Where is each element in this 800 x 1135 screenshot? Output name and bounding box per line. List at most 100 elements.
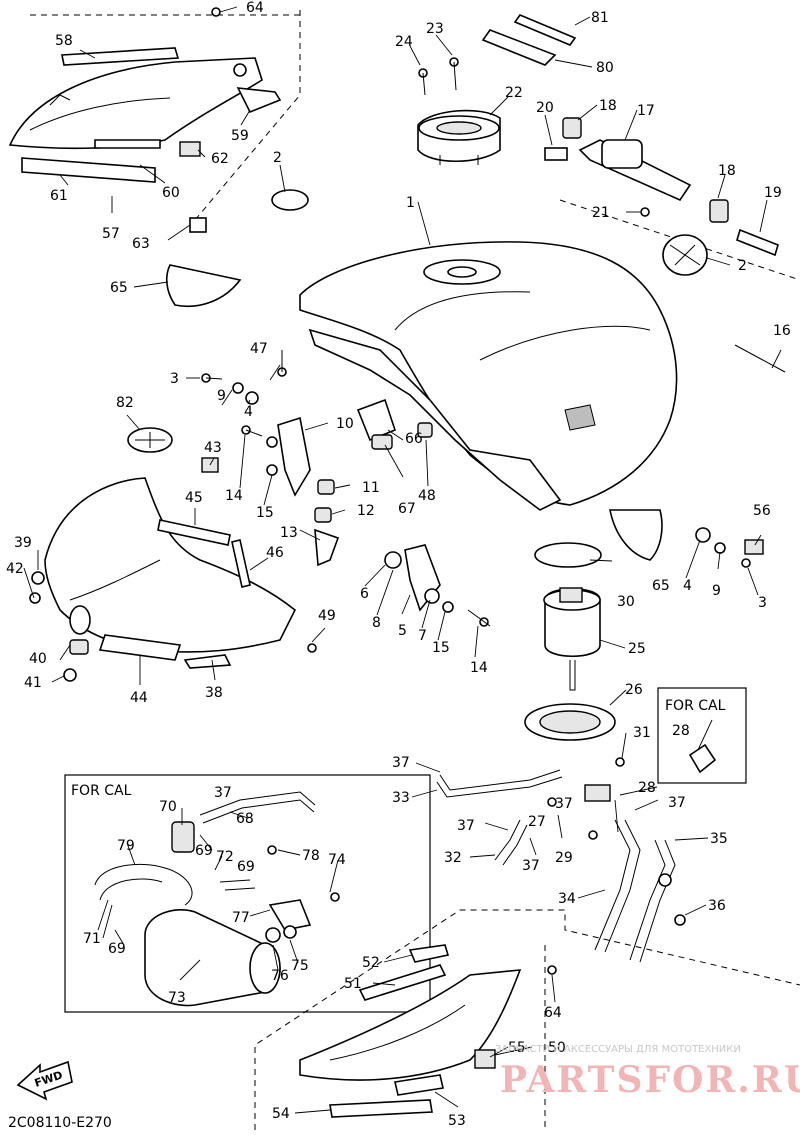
side-cover-upper-left bbox=[8, 47, 282, 183]
part-label-23: 23 bbox=[426, 21, 444, 37]
part-label-66: 66 bbox=[405, 431, 423, 447]
side-cover-lower bbox=[299, 944, 522, 1118]
part-label-28a: 28 bbox=[672, 723, 690, 739]
part-label-55: 55 bbox=[508, 1040, 526, 1056]
part-label-70: 70 bbox=[159, 799, 177, 815]
part-label-46: 46 bbox=[266, 545, 284, 561]
part-label-65a: 65 bbox=[110, 280, 128, 296]
fasteners bbox=[29, 7, 786, 975]
part-labels: 1 2 2 3 3 4 4 5 6 7 8 9 9 10 11 12 13 14… bbox=[6, 0, 791, 1129]
part-label-82: 82 bbox=[116, 395, 134, 411]
part-label-9a: 9 bbox=[217, 388, 226, 404]
part-label-28b: 28 bbox=[638, 780, 656, 796]
part-label-64b: 64 bbox=[544, 1005, 562, 1021]
part-label-49: 49 bbox=[318, 608, 336, 624]
part-label-48: 48 bbox=[418, 488, 436, 504]
part-label-65b: 65 bbox=[652, 578, 670, 594]
part-label-2b: 2 bbox=[738, 258, 747, 274]
part-label-72: 72 bbox=[216, 849, 234, 865]
fwd-arrow-icon: FWD bbox=[16, 1060, 73, 1101]
side-panel-right bbox=[609, 509, 663, 561]
part-label-14b: 14 bbox=[470, 660, 488, 676]
fuel-pump-plate bbox=[524, 703, 616, 741]
part-label-77: 77 bbox=[232, 910, 250, 926]
part-label-53: 53 bbox=[448, 1113, 466, 1129]
part-label-59: 59 bbox=[231, 128, 249, 144]
part-label-35: 35 bbox=[710, 831, 728, 847]
part-label-26: 26 bbox=[625, 682, 643, 698]
part-label-41: 41 bbox=[24, 675, 42, 691]
damper-66 bbox=[356, 398, 396, 442]
part-label-37f: 37 bbox=[214, 785, 232, 801]
part-label-32: 32 bbox=[444, 850, 462, 866]
grommet-top bbox=[271, 189, 309, 211]
for-cal-label-28: FOR CAL bbox=[665, 698, 726, 714]
part-label-40: 40 bbox=[29, 651, 47, 667]
part-label-6: 6 bbox=[360, 586, 369, 602]
part-label-81: 81 bbox=[591, 10, 609, 26]
part-label-29: 29 bbox=[555, 850, 573, 866]
fuel-pump-relay bbox=[544, 117, 779, 257]
fuel-hoses bbox=[436, 769, 686, 963]
part-label-61: 61 bbox=[50, 188, 68, 204]
bushing-11 bbox=[317, 479, 335, 495]
front-cowl bbox=[44, 477, 297, 682]
part-label-68: 68 bbox=[236, 811, 254, 827]
part-label-38: 38 bbox=[205, 685, 223, 701]
part-label-20: 20 bbox=[536, 100, 554, 116]
part-label-39: 39 bbox=[14, 535, 32, 551]
part-label-64a: 64 bbox=[246, 0, 264, 16]
part-label-22: 22 bbox=[505, 85, 523, 101]
part-label-79: 79 bbox=[117, 838, 135, 854]
part-label-37a: 37 bbox=[392, 755, 410, 771]
part-label-67: 67 bbox=[398, 501, 416, 517]
part-label-62: 62 bbox=[211, 151, 229, 167]
part-label-24: 24 bbox=[395, 34, 413, 50]
part-label-10: 10 bbox=[336, 416, 354, 432]
part-label-78: 78 bbox=[302, 848, 320, 864]
part-label-69b: 69 bbox=[108, 941, 126, 957]
part-label-42: 42 bbox=[6, 561, 24, 577]
part-label-21: 21 bbox=[592, 205, 610, 221]
part-label-14a: 14 bbox=[225, 488, 243, 504]
part-label-56: 56 bbox=[753, 503, 771, 519]
part-label-63: 63 bbox=[132, 236, 150, 252]
part-label-37d: 37 bbox=[668, 795, 686, 811]
part-label-9b: 9 bbox=[712, 583, 721, 599]
part-label-19: 19 bbox=[764, 185, 782, 201]
part-label-4b: 4 bbox=[683, 578, 692, 594]
part-label-73: 73 bbox=[168, 990, 186, 1006]
part-label-52: 52 bbox=[362, 955, 380, 971]
part-label-36: 36 bbox=[708, 898, 726, 914]
part-label-80: 80 bbox=[596, 60, 614, 76]
part-label-43: 43 bbox=[204, 440, 222, 456]
bushing-12 bbox=[314, 507, 332, 523]
part-label-3b: 3 bbox=[758, 595, 767, 611]
part-label-13: 13 bbox=[280, 525, 298, 541]
part-label-30: 30 bbox=[617, 594, 635, 610]
part-label-7: 7 bbox=[418, 628, 427, 644]
leader-lines bbox=[23, 6, 782, 1114]
part-label-12: 12 bbox=[357, 503, 375, 519]
bracket-10 bbox=[277, 416, 311, 497]
part-label-33: 33 bbox=[392, 790, 410, 806]
part-label-17: 17 bbox=[637, 103, 655, 119]
part-label-54: 54 bbox=[272, 1106, 290, 1122]
part-label-16: 16 bbox=[773, 323, 791, 339]
for-cal-box-28 bbox=[657, 687, 747, 784]
decal-strips bbox=[481, 14, 577, 66]
o-ring-30 bbox=[534, 542, 602, 568]
part-label-57: 57 bbox=[102, 226, 120, 242]
watermark-tagline: ЗАПЧАСТИ И АКСЕССУАРЫ ДЛЯ МОТОТЕХНИКИ bbox=[495, 1044, 741, 1055]
fuel-tank bbox=[299, 241, 678, 511]
part-label-18a: 18 bbox=[599, 98, 617, 114]
watermark-logo: PARTSFOR.RU bbox=[500, 1059, 800, 1101]
part-label-45: 45 bbox=[185, 490, 203, 506]
part-label-8: 8 bbox=[372, 615, 381, 631]
part-label-3a: 3 bbox=[170, 371, 179, 387]
part-label-25: 25 bbox=[628, 641, 646, 657]
for-cal-label-evap: FOR CAL bbox=[71, 783, 132, 799]
part-label-2a: 2 bbox=[273, 150, 282, 166]
part-label-71: 71 bbox=[83, 931, 101, 947]
